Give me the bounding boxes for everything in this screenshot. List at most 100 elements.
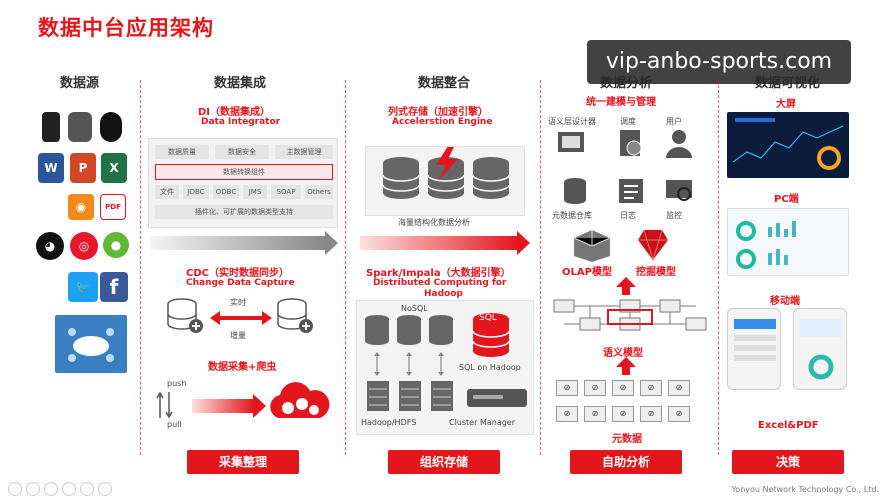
decision-button[interactable]: 决策 bbox=[732, 450, 844, 474]
facebook-icon: f bbox=[100, 272, 128, 302]
qq-icon: ◕ bbox=[36, 232, 64, 260]
columnar-db-icon bbox=[382, 143, 510, 199]
metadata-repo-icon bbox=[564, 178, 586, 204]
sql-db-icon bbox=[472, 313, 510, 357]
cloud-gears-icon bbox=[270, 382, 330, 418]
excel-pdf-label: Excel&PDF bbox=[758, 420, 819, 431]
flow-arrow bbox=[150, 231, 338, 255]
pull-label: pull bbox=[167, 420, 182, 429]
metadata-cell: ⊘ bbox=[556, 380, 578, 396]
pc-report-icon bbox=[736, 221, 796, 269]
scheduling-label: 调度 bbox=[620, 117, 636, 126]
unified-model-title: 统一建模与管理 bbox=[586, 97, 656, 108]
spark-subtitle-2: Hadoop bbox=[424, 289, 463, 299]
pc-label: PC端 bbox=[774, 194, 799, 205]
di-cell: SOAP bbox=[271, 185, 301, 199]
nosql-db-icon bbox=[365, 315, 453, 345]
di-cell: 插件化、可扩展的数据类型支持 bbox=[155, 205, 333, 219]
metadata-cell: ⊘ bbox=[668, 406, 690, 422]
band-icon bbox=[100, 112, 122, 142]
realtime-label: 实时 bbox=[230, 298, 246, 307]
di-cell: ODBC bbox=[213, 185, 239, 199]
dashboard-chart-icon bbox=[732, 118, 844, 170]
push-pull-arrows-icon bbox=[156, 391, 173, 419]
nosql-label: NoSQL bbox=[401, 304, 428, 313]
cluster-label: Cluster Manager bbox=[449, 418, 516, 427]
cdc-title: CDC（实时数据同步） bbox=[186, 268, 289, 279]
olap-cube-icon bbox=[573, 230, 611, 262]
di-cell: JMS bbox=[243, 185, 267, 199]
metadata-cell: ⊘ bbox=[640, 380, 662, 396]
log-label: 日志 bbox=[620, 211, 636, 220]
di-cell: 数据转换组件 bbox=[155, 164, 333, 180]
watermark: vip-anbo-sports.com bbox=[587, 40, 851, 84]
cdc-sync-diagram bbox=[167, 298, 313, 333]
weibo-icon: ◎ bbox=[70, 232, 98, 260]
wechat-icon: ● bbox=[103, 232, 129, 258]
big-screen-label: 大屏 bbox=[776, 99, 796, 110]
metadata-cell: ⊘ bbox=[612, 380, 634, 396]
mining-label: 挖掘模型 bbox=[636, 267, 676, 278]
pc-thumbnail bbox=[727, 208, 849, 276]
log-icon bbox=[619, 179, 643, 203]
olap-label: OLAP模型 bbox=[562, 267, 612, 278]
bigdata-panel: NoSQL SQL SQL on Hadoop Hadoop/HDFS Clus… bbox=[356, 300, 534, 435]
flow-arrow bbox=[360, 231, 530, 255]
metadata-repo-label: 元数据仓库 bbox=[552, 211, 592, 220]
zoom-icon[interactable] bbox=[80, 482, 94, 496]
user-icon bbox=[666, 130, 692, 158]
semantic-designer-label: 语义层设计器 bbox=[548, 117, 596, 126]
mobile-report-icon bbox=[734, 319, 776, 361]
cloud-computing-icon bbox=[55, 315, 127, 373]
divider bbox=[345, 80, 346, 455]
spark-title: Spark/Impala（大数据引擎） bbox=[366, 268, 511, 279]
col-store-panel bbox=[365, 143, 525, 216]
mobile-label: 移动端 bbox=[770, 296, 800, 307]
collect-organize-button[interactable]: 采集整理 bbox=[187, 450, 299, 474]
sql-label: SQL bbox=[479, 313, 497, 323]
metadata-cell: ⊘ bbox=[584, 406, 606, 422]
designer-icon bbox=[558, 132, 584, 152]
metadata-cell: ⊘ bbox=[584, 380, 606, 396]
di-cell: 主数据管理 bbox=[275, 145, 333, 159]
next-slide-icon[interactable] bbox=[26, 482, 40, 496]
di-subtitle: Data Integrator bbox=[201, 117, 281, 127]
mass-analysis-label: 海量结构化数据分析 bbox=[398, 218, 470, 227]
metadata-label: 元数据 bbox=[612, 434, 642, 445]
twitter-icon: 🐦 bbox=[68, 272, 98, 302]
metadata-cell: ⊘ bbox=[556, 406, 578, 422]
monitor-icon bbox=[666, 180, 692, 201]
di-cell: Others bbox=[305, 185, 333, 199]
word-icon: W bbox=[38, 153, 64, 183]
phone-icon bbox=[42, 112, 60, 142]
crawler-title: 数据采集+爬虫 bbox=[208, 362, 277, 373]
incremental-label: 增量 bbox=[230, 331, 246, 340]
footer-company: Yonyou Network Technology Co., Ltd. bbox=[731, 485, 879, 494]
more-icon[interactable] bbox=[98, 482, 112, 496]
divider bbox=[540, 80, 541, 455]
mobile-thumbnail-2 bbox=[793, 308, 847, 390]
monitor-label: 监控 bbox=[666, 211, 682, 220]
di-cell: 数据质量 bbox=[155, 145, 209, 159]
semantic-model-label: 语义模型 bbox=[603, 348, 643, 359]
pdf-icon: PDF bbox=[100, 194, 126, 220]
di-cell: JDBC bbox=[183, 185, 209, 199]
sql-on-hadoop-label: SQL on Hadoop bbox=[459, 363, 521, 372]
prev-slide-icon[interactable] bbox=[8, 482, 22, 496]
crawler-arrow bbox=[192, 394, 266, 418]
big-screen-thumbnail bbox=[727, 112, 849, 178]
push-label: push bbox=[167, 379, 187, 388]
self-service-analysis-button[interactable]: 自助分析 bbox=[570, 450, 682, 474]
up-arrow-icon bbox=[616, 357, 636, 375]
lightning-icon bbox=[436, 143, 458, 181]
col-store-subtitle: Accelerstion Engine bbox=[392, 117, 493, 127]
rss-icon: ◉ bbox=[68, 194, 94, 220]
menu-icon[interactable] bbox=[44, 482, 58, 496]
hadoop-servers-icon bbox=[367, 381, 453, 411]
organize-storage-button[interactable]: 组织存储 bbox=[388, 450, 500, 474]
mobile-donut-icon bbox=[800, 319, 842, 380]
di-title: DI（数据集成） bbox=[198, 107, 271, 118]
col-head-sources: 数据源 bbox=[60, 76, 100, 91]
pen-icon[interactable] bbox=[62, 482, 76, 496]
slide-controls bbox=[8, 482, 112, 496]
